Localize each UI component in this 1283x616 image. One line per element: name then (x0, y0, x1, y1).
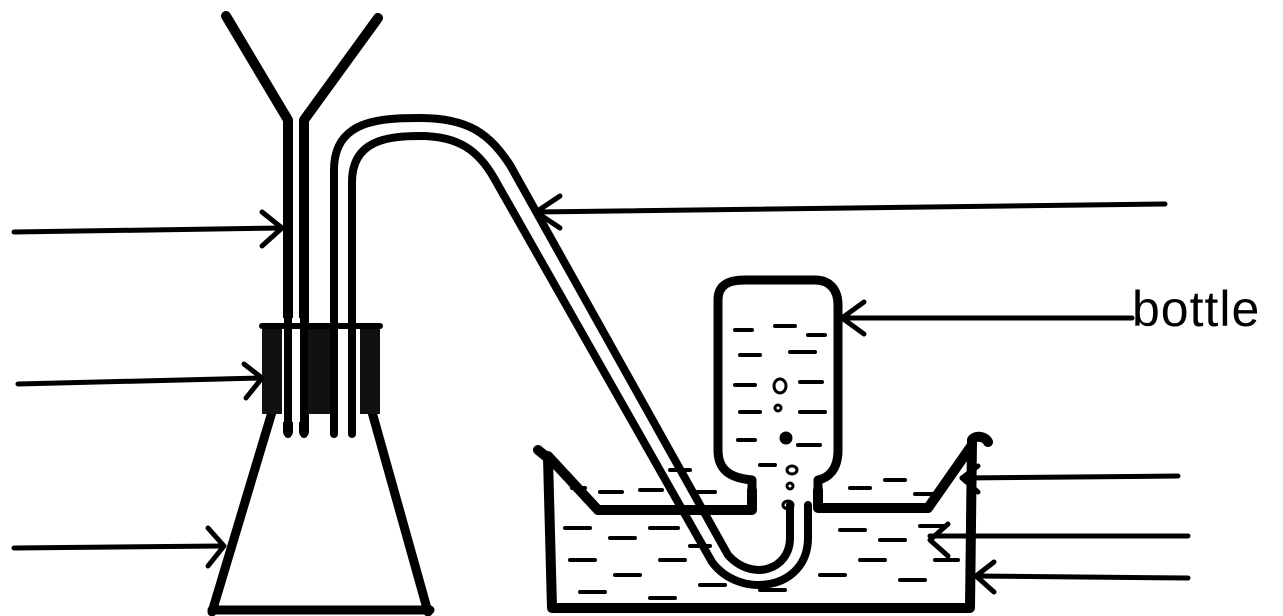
gas-jar (713, 275, 843, 510)
tube-legs (284, 314, 356, 438)
trough (533, 431, 993, 613)
leader-arrows-left (11, 209, 285, 569)
rubber-stopper (259, 318, 383, 422)
bottle-water (733, 324, 827, 467)
gas-bubbles (772, 377, 799, 511)
leader-arrows-right (533, 193, 1191, 595)
bottle-label: bottle (1132, 281, 1261, 337)
delivery-tube (330, 114, 812, 589)
trough-water (563, 468, 960, 600)
